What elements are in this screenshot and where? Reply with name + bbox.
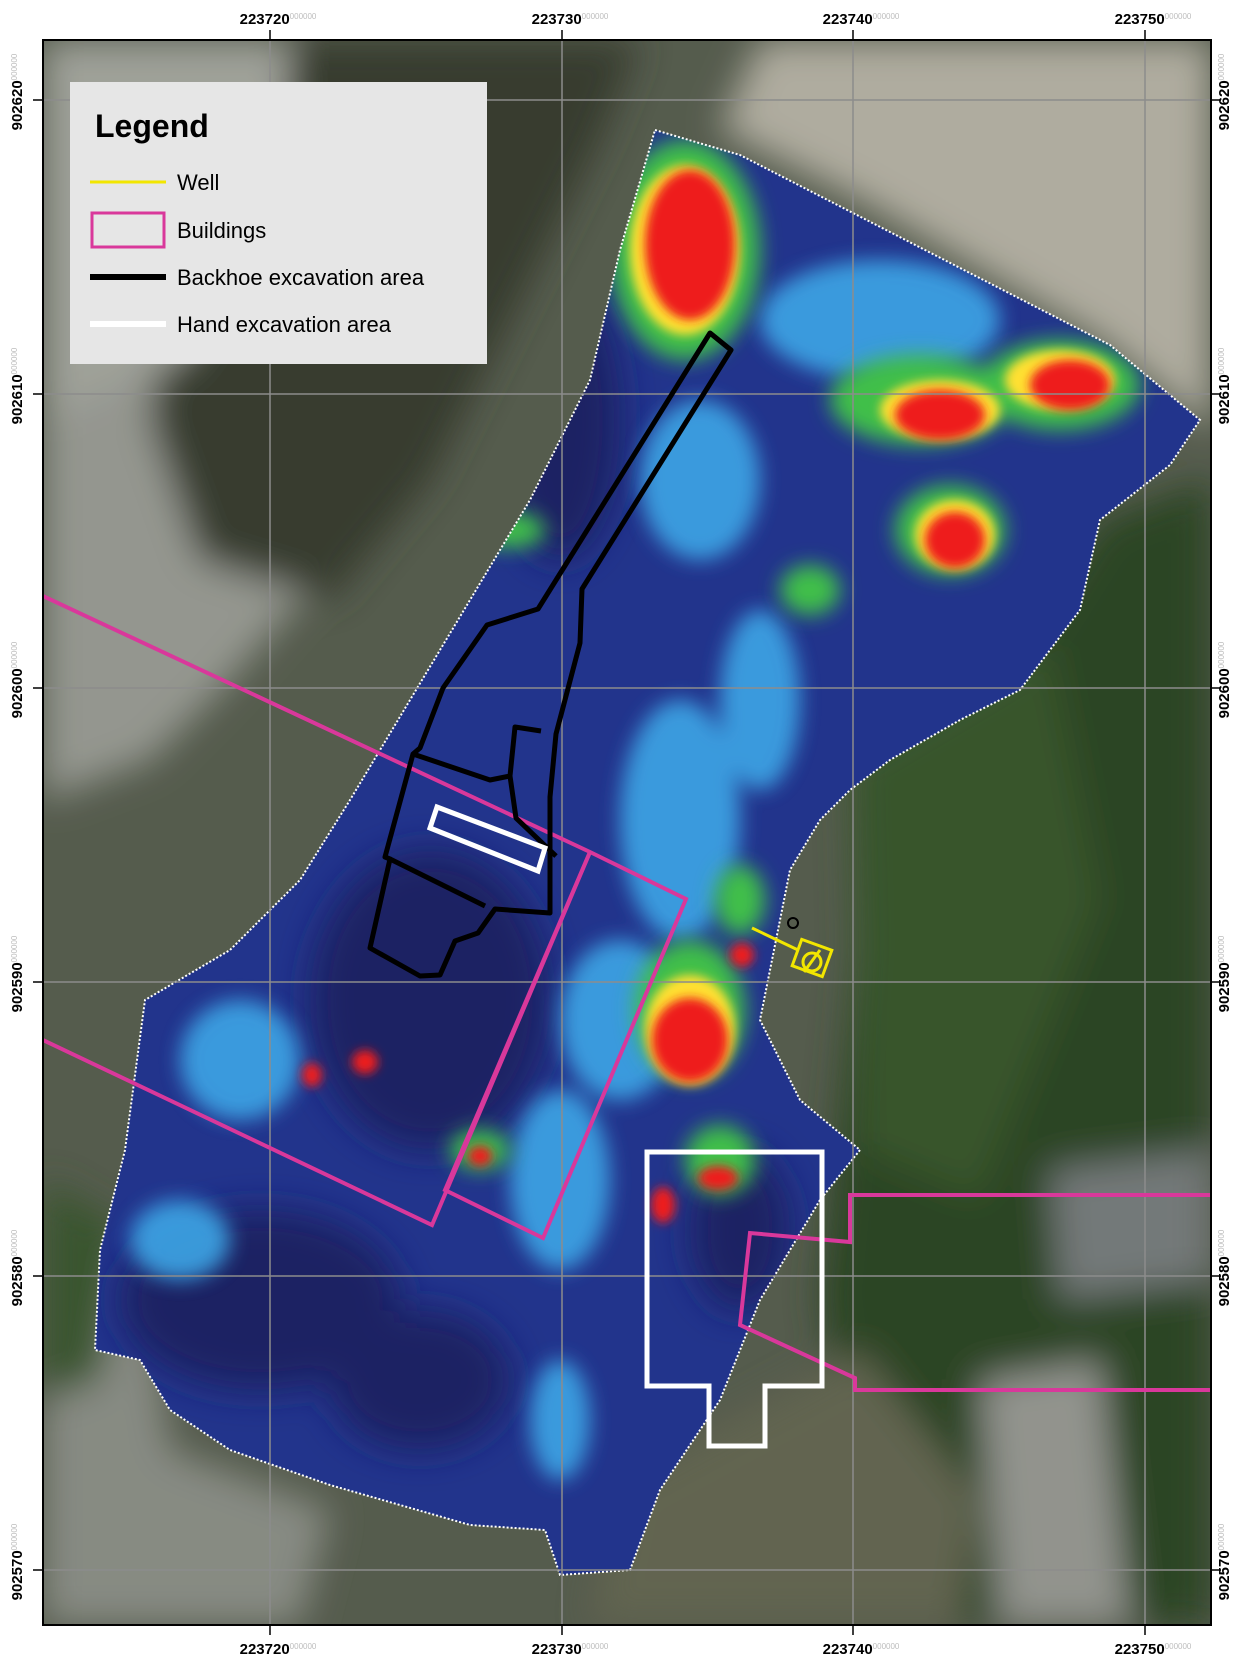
coordinate-grid <box>43 40 1211 1625</box>
y-coordinate-minor: 000000 <box>1217 1523 1226 1550</box>
well-layer <box>751 926 834 979</box>
backhoe-excavation-area <box>388 724 558 909</box>
legend-label-backhoe: Backhoe excavation area <box>177 265 425 290</box>
x-coordinate-minor: 000000 <box>873 12 900 21</box>
backhoe-excavation-layer <box>367 330 734 979</box>
legend-label-hand: Hand excavation area <box>177 312 392 337</box>
y-coordinate-label: 902620000000 <box>1216 53 1233 130</box>
backhoe-excavation-area <box>367 330 734 979</box>
x-coordinate-label: 223720000000 <box>240 11 317 28</box>
x-coordinate-major: 223750 <box>1115 11 1165 28</box>
y-coordinate-minor: 000000 <box>10 935 19 962</box>
y-coordinate-label: 902600000000 <box>1216 641 1233 718</box>
y-coordinate-major: 902580 <box>9 1256 26 1306</box>
y-coordinate-label: 902620000000 <box>9 53 26 130</box>
legend-label-buildings: Buildings <box>177 218 266 243</box>
y-coordinate-minor: 000000 <box>1217 53 1226 80</box>
y-coordinate-minor: 000000 <box>10 347 19 374</box>
y-coordinate-major: 902610 <box>9 374 26 424</box>
y-coordinate-label: 902610000000 <box>9 347 26 424</box>
tick-marks <box>33 30 1221 1635</box>
y-coordinate-major: 902620 <box>1216 80 1233 130</box>
y-coordinate-label: 902590000000 <box>1216 935 1233 1012</box>
y-coordinate-label: 902570000000 <box>1216 1523 1233 1600</box>
legend-box <box>70 82 487 364</box>
x-coordinate-label: 223740000000 <box>823 11 900 28</box>
y-axis-labels-right: 9026200000009026100000009026000000009025… <box>1216 53 1233 1600</box>
x-coordinate-major: 223730 <box>532 1641 582 1658</box>
x-coordinate-label: 223750000000 <box>1115 1641 1192 1658</box>
x-coordinate-major: 223750 <box>1115 1641 1165 1658</box>
well-point <box>787 917 799 929</box>
buildings-layer <box>43 594 1211 1392</box>
y-coordinate-minor: 000000 <box>1217 935 1226 962</box>
x-coordinate-major: 223720 <box>240 11 290 28</box>
x-coordinate-minor: 000000 <box>873 1642 900 1651</box>
x-coordinate-minor: 000000 <box>582 1642 609 1651</box>
y-coordinate-label: 902580000000 <box>9 1229 26 1306</box>
x-coordinate-minor: 000000 <box>290 12 317 21</box>
y-coordinate-label: 902590000000 <box>9 935 26 1012</box>
y-coordinate-label: 902580000000 <box>1216 1229 1233 1306</box>
y-coordinate-minor: 000000 <box>10 53 19 80</box>
building-outline <box>43 851 592 1228</box>
y-coordinate-major: 902570 <box>1216 1550 1233 1600</box>
map-frame <box>42 39 1212 1626</box>
y-coordinate-minor: 000000 <box>10 641 19 668</box>
buildings-legend-symbol <box>90 211 166 249</box>
y-coordinate-major: 902590 <box>1216 962 1233 1012</box>
legend-label-well: Well <box>177 170 219 195</box>
x-coordinate-minor: 000000 <box>582 12 609 21</box>
y-coordinate-minor: 000000 <box>10 1523 19 1550</box>
x-coordinate-label: 223730000000 <box>532 1641 609 1658</box>
x-coordinate-major: 223740 <box>823 11 873 28</box>
y-coordinate-minor: 000000 <box>1217 347 1226 374</box>
x-coordinate-major: 223730 <box>532 11 582 28</box>
y-coordinate-major: 902570 <box>9 1550 26 1600</box>
y-coordinate-major: 902590 <box>9 962 26 1012</box>
y-coordinate-label: 902600000000 <box>9 641 26 718</box>
y-coordinate-label: 902570000000 <box>9 1523 26 1600</box>
y-coordinate-minor: 000000 <box>1217 641 1226 668</box>
well-line <box>751 926 799 952</box>
y-coordinate-major: 902600 <box>9 668 26 718</box>
x-coordinate-label: 223750000000 <box>1115 11 1192 28</box>
hand-excavation-layer <box>426 803 825 1449</box>
hand-excavation-area <box>644 1149 825 1449</box>
y-axis-labels-left: 9026200000009026100000009026000000009025… <box>9 53 26 1600</box>
y-coordinate-major: 902620 <box>9 80 26 130</box>
x-coordinate-minor: 000000 <box>1165 1642 1192 1651</box>
y-coordinate-major: 902610 <box>1216 374 1233 424</box>
building-outline <box>737 1193 1211 1392</box>
legend: Legend Well Buildings Backhoe excavation… <box>70 82 487 364</box>
x-coordinate-major: 223740 <box>823 1641 873 1658</box>
x-coordinate-label: 223730000000 <box>532 11 609 28</box>
hand-excavation-area <box>426 803 549 875</box>
well-symbol <box>802 949 822 973</box>
x-coordinate-label: 223740000000 <box>823 1641 900 1658</box>
well-symbol <box>801 951 823 973</box>
x-coordinate-label: 223720000000 <box>240 1641 317 1658</box>
x-coordinate-minor: 000000 <box>1165 12 1192 21</box>
y-coordinate-label: 902610000000 <box>1216 347 1233 424</box>
y-coordinate-major: 902580 <box>1216 1256 1233 1306</box>
legend-title: Legend <box>95 108 209 144</box>
y-coordinate-minor: 000000 <box>1217 1229 1226 1256</box>
x-coordinate-major: 223720 <box>240 1641 290 1658</box>
y-coordinate-minor: 000000 <box>10 1229 19 1256</box>
x-coordinate-minor: 000000 <box>290 1642 317 1651</box>
y-coordinate-major: 902600 <box>1216 668 1233 718</box>
